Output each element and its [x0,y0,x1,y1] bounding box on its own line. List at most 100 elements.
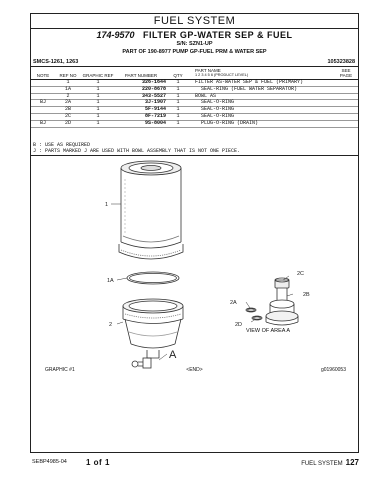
row-qty: 1 [167,113,189,121]
col-qty: QTY [167,67,189,80]
row-ref-no: 2D [55,120,81,128]
row-graphic-ref: 1 [81,79,115,87]
row-part-number: 3J-1907 [115,100,167,108]
callout-2a: 2A [230,300,237,306]
row-part-number: 9S-8004 [115,120,167,128]
smcs-codes: SMCS-1261, 1263 [33,59,79,65]
row-note [31,113,55,121]
row-note [31,86,55,94]
graphic-label: GRAPHIC #1 [45,367,75,373]
filter-element [118,160,184,260]
row-part-number: 8F-7219 [115,113,167,121]
row-qty: 1 [167,100,189,108]
row-see-page [334,93,358,101]
note-b: B : USE AS REQUIRED [33,142,91,148]
col-note: NOTE [31,67,55,80]
divider [31,66,358,67]
callout-1a: 1A [107,278,114,284]
row-part-name: SEAL-O-RING [189,113,334,121]
col-part-name: PART NAME 1 2 3 4 5 6 (PRODUCT LEVEL) [189,67,334,80]
row-ref-no: 1 [55,79,81,87]
divider [31,155,358,156]
table-header-row: NOTE REF NO GRAPHIC REF PART NUMBER QTY … [31,67,358,80]
callout-2b: 2B [303,292,310,298]
col-part-number: PART NUMBER [115,67,167,80]
graphic-number: g01960053 [320,367,346,373]
footer-page-number: 127 [345,458,359,467]
row-part-number: 220-8678 [115,86,167,94]
page-frame: FUEL SYSTEM 174-9570 FILTER GP-WATER SEP… [30,13,359,453]
col-part-name-label: PART NAME [195,68,221,73]
row-part-number: 326-1644 [115,79,167,87]
callout-1: 1 [105,202,108,208]
row-graphic-ref: 1 [81,113,115,121]
row-part-name: BOWL AS [189,93,334,101]
table-notes: B : USE AS REQUIRED J : PARTS MARKED J A… [33,142,240,154]
col-see-page: SEE PAGE [334,67,358,80]
row-graphic-ref: 1 [81,120,115,128]
col-product-level: 1 2 3 4 5 6 (PRODUCT LEVEL) [195,73,249,77]
row-note: BJ [31,100,55,108]
row-qty: 1 [167,86,189,94]
row-ref-no: 2 [55,93,81,101]
row-see-page [334,99,358,108]
row-note [31,79,55,87]
col-graphic-ref: GRAPHIC REF [81,67,115,80]
row-graphic-ref: 1 [81,86,115,94]
row-qty: 1 [167,93,189,101]
row-graphic-ref: 1 [81,106,115,114]
row-qty: 1 [167,106,189,114]
part-heading: 174-9570 FILTER GP-WATER SEP & FUEL [31,30,358,40]
row-part-name: FILTER AS-WATER SEP & FUEL (PRIMARY) [189,79,334,87]
callout-area-a: A [169,349,177,361]
row-ref-no: 2B [55,106,81,114]
serial-range: S/N: SZN1-UP [176,41,213,47]
row-part-number: 343-5527 [115,93,167,101]
note-j: J : PARTS MARKED J ARE USED WITH BOWL AS… [33,148,241,154]
row-see-page [334,120,358,128]
row-part-number: 5F-9144 [115,106,167,114]
row-ref-no: 1A [55,86,81,94]
row-part-name: SEAL-O-RING [189,106,334,114]
row-note [31,106,55,114]
seal-ring [126,271,180,285]
part-name: FILTER GP-WATER SEP & FUEL [143,30,293,40]
bowl-assembly [122,298,184,359]
row-qty: 1 [167,120,189,128]
row-see-page [334,113,358,121]
row-ref-no: 2A [55,100,81,108]
row-ref-no: 2C [55,113,81,121]
row-qty: 1 [167,79,189,87]
section-title: FUEL SYSTEM [31,14,358,29]
footer-doc-code: SEBP4985-04 [32,459,67,465]
view-a-detail [245,277,299,326]
row-part-name: SEAL-O-RING [189,100,334,108]
row-see-page [334,79,358,87]
end-marker: <END> [186,367,203,373]
row-part-name: SEAL-RING (FUEL WATER SEPARATOR) [189,86,334,94]
row-see-page [334,86,358,94]
callout-2d: 2D [235,322,242,328]
leader-lines [111,203,294,361]
callout-2c: 2C [297,271,304,277]
callout-2: 2 [109,322,112,328]
row-note: BJ [31,120,55,128]
row-part-name: PLUG-O-RING (DRAIN) [189,120,334,128]
drain-valve [131,357,152,369]
row-graphic-ref: 1 [81,93,115,101]
col-ref-no: REF NO [55,67,81,80]
exploded-illustration: 1 1A 2 A 2A 2B 2C 2D [105,160,310,369]
row-note [31,93,55,101]
document-number: 105323828 [327,59,355,65]
view-label: VIEW OF AREA A [246,328,291,334]
footer-page-of: 1 of 1 [86,458,110,467]
row-graphic-ref: 1 [81,100,115,108]
part-of-line: PART OF 190-8977 PUMP GP-FUEL PRM & WATE… [122,49,267,55]
